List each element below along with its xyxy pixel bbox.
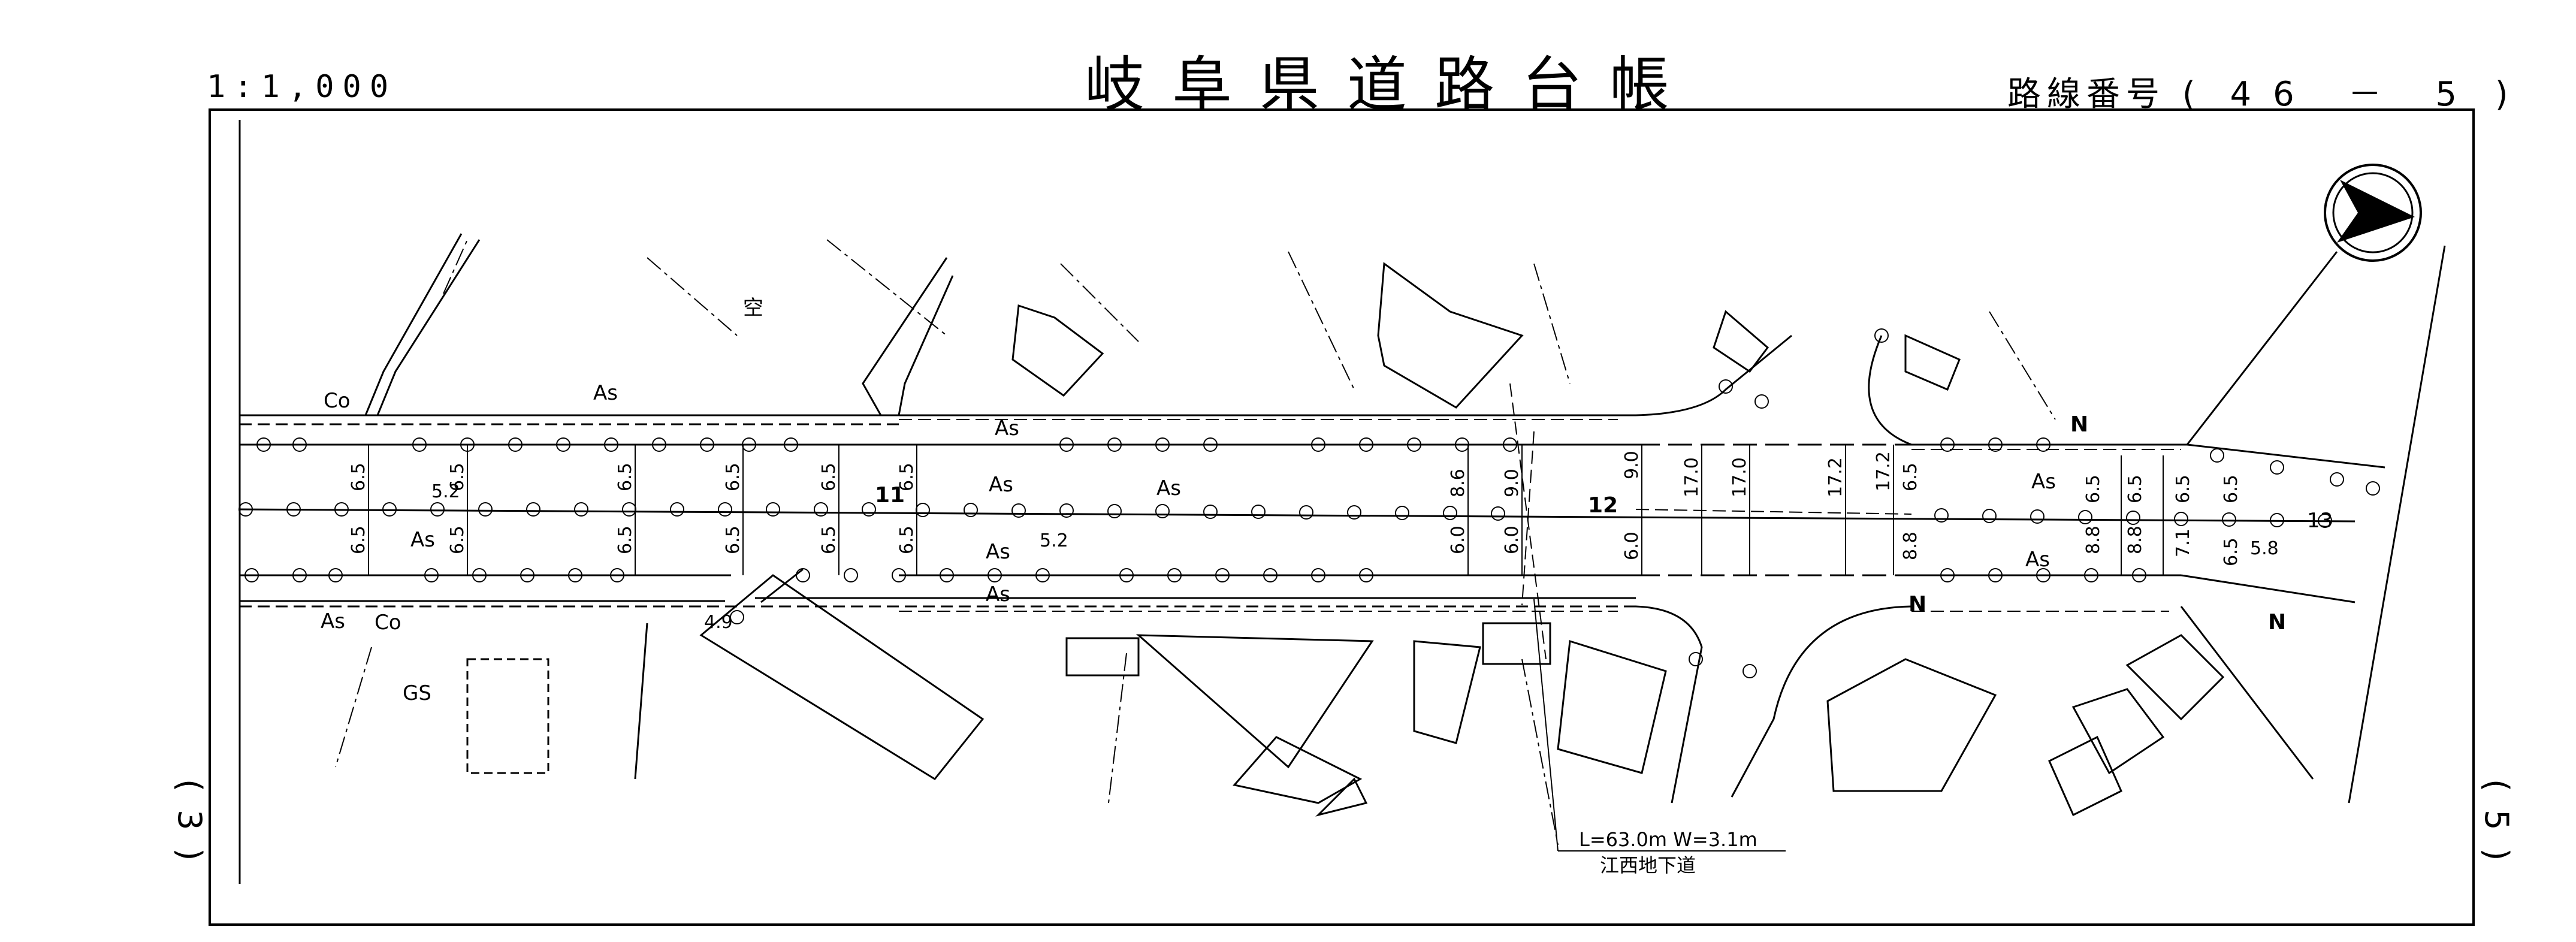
page-title: 岐阜県道路台帳: [1085, 50, 1697, 120]
width-dimension-lines: [368, 445, 2164, 575]
north-marker: N: [2268, 610, 2286, 635]
dim-7-1: 7.1: [2173, 529, 2194, 557]
dim-17-0: 17.0: [1681, 457, 1702, 497]
dim-6-5: 6.5: [723, 463, 744, 491]
station-label-11: 11: [875, 483, 905, 508]
dim-6-5: 6.5: [615, 526, 636, 554]
adjacent-sheet-left: (3): [171, 779, 209, 879]
lot-boundaries: [335, 239, 2056, 846]
roadside-tree-markers: [238, 328, 2380, 678]
dim-5-2: 5.2: [431, 481, 460, 502]
dim-6-5: 6.5: [2221, 538, 2242, 566]
road-edges: [239, 233, 2446, 804]
dim-17-2: 17.2: [1825, 457, 1846, 497]
dim-6-5: 6.5: [2221, 475, 2242, 503]
dim-6-5: 6.5: [819, 526, 839, 554]
dim-6-0: 6.0: [1448, 526, 1469, 554]
surface-label-as: As: [989, 473, 1013, 497]
tunnel-spec: L=63.0m W=3.1m: [1579, 828, 1757, 851]
width-dimension-labels: 6.5 6.5 6.5 6.5 6.5 6.5 6.5 6.5 6.5 6.5 …: [348, 451, 2279, 633]
surface-label-as: As: [410, 528, 435, 552]
dim-4-9: 4.9: [704, 612, 733, 633]
building-outlines: [466, 262, 2225, 817]
dim-8-8: 8.8: [2125, 526, 2146, 554]
tunnel-leader-line: [1533, 599, 1786, 852]
route-label: 路線番号: [2007, 75, 2166, 114]
surface-label-as: As: [2031, 470, 2056, 494]
dim-17-0: 17.0: [1729, 457, 1750, 497]
surface-label-gs: GS: [403, 681, 431, 705]
dim-6-5: 6.5: [447, 463, 468, 491]
dim-8-8: 8.8: [2083, 526, 2104, 554]
dim-6-5: 6.5: [2173, 475, 2194, 503]
tunnel-name: 江西地下道: [1600, 854, 1696, 877]
surface-label-co: Co: [324, 389, 351, 413]
dim-6-5: 6.5: [348, 526, 369, 554]
north-arrow-icon: [2324, 164, 2422, 262]
roadside-dashed-lines: [899, 383, 2181, 660]
station-label-13: 13: [2307, 509, 2333, 533]
surface-label-as: As: [995, 416, 1019, 440]
dim-6-5: 6.5: [819, 463, 839, 491]
adjacent-sheet-right: (5): [2478, 779, 2515, 879]
dim-6-5: 6.5: [723, 526, 744, 554]
surface-label-as: As: [986, 540, 1010, 564]
dim-6-5: 6.5: [2125, 475, 2146, 503]
dim-6-5: 6.5: [615, 463, 636, 491]
north-marker: N: [2070, 412, 2088, 437]
dim-9-0: 9.0: [1621, 451, 1642, 479]
dim-8-6: 8.6: [1448, 469, 1469, 497]
north-marker: N: [1908, 592, 1926, 617]
dim-5-8: 5.8: [2250, 538, 2279, 559]
dim-6-5: 6.5: [896, 526, 917, 554]
surface-label-as: As: [593, 381, 618, 405]
dim-6-5: 6.5: [447, 526, 468, 554]
surface-label-as: As: [2025, 548, 2050, 572]
dim-6-5: 6.5: [1900, 463, 1921, 491]
dim-8-8: 8.8: [1900, 532, 1921, 560]
route-number-value: 46 － 5: [2230, 75, 2478, 114]
route-number: 路線番号 ( 46 － 5 ): [2007, 67, 2514, 116]
surface-label-co: Co: [375, 611, 401, 635]
map-scale: 1:1,000: [207, 69, 397, 105]
dim-6-0: 6.0: [1621, 532, 1642, 560]
map-frame: [209, 108, 2475, 926]
dim-6-5: 6.5: [348, 463, 369, 491]
surface-label-as: As: [986, 582, 1010, 606]
station-label-12: 12: [1588, 493, 1618, 518]
dim-6-5: 6.5: [896, 463, 917, 491]
dim-6-5: 6.5: [2083, 475, 2104, 503]
dim-17-2: 17.2: [1873, 451, 1894, 491]
dim-6-0: 6.0: [1502, 526, 1523, 554]
surface-label-vacant: 空: [743, 296, 763, 320]
surface-label-as: As: [321, 609, 345, 633]
surface-label-as: As: [1156, 476, 1181, 500]
dim-9-0: 9.0: [1502, 469, 1523, 497]
dim-5-2: 5.2: [1040, 530, 1068, 551]
route-paren-open: (: [2182, 75, 2201, 114]
route-paren-close: ): [2495, 75, 2514, 114]
